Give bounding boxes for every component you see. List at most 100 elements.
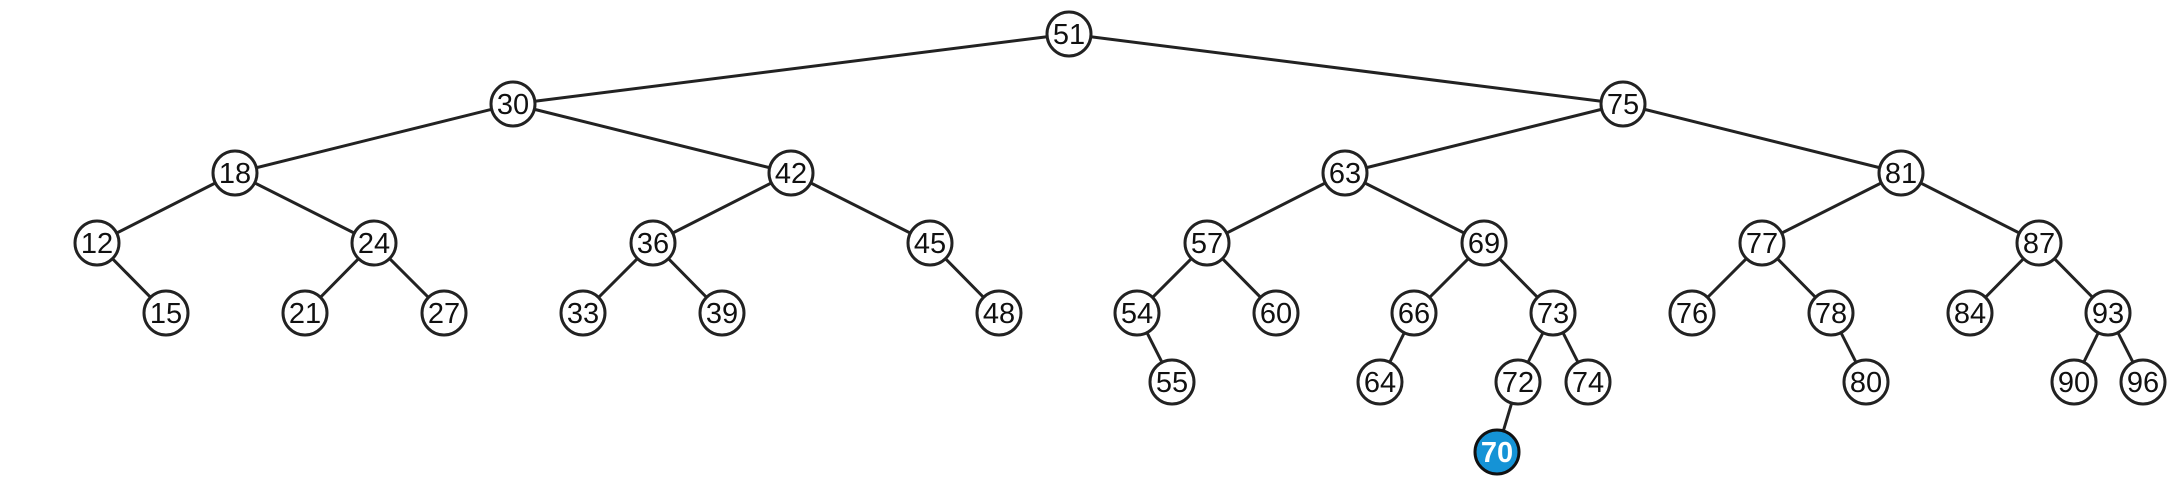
tree-node-57: 57	[1183, 219, 1231, 267]
node-circle	[1877, 149, 1925, 197]
node-label: 42	[775, 158, 807, 190]
node-circle	[2119, 358, 2167, 406]
edge-81-87	[1900, 171, 2040, 245]
node-label: 69	[1468, 228, 1500, 260]
node-label: 84	[1954, 298, 1986, 330]
node-label: 93	[2092, 298, 2124, 330]
tree-node-63: 63	[1321, 149, 1369, 197]
node-circle	[2050, 358, 2098, 406]
node-circle	[489, 80, 537, 128]
tree-node-24: 24	[350, 219, 398, 267]
node-circle	[1494, 358, 1542, 406]
node-circle	[1183, 219, 1231, 267]
node-label: 54	[1121, 298, 1153, 330]
edge-51-30	[512, 32, 1070, 106]
node-label: 63	[1329, 158, 1361, 190]
tree-node-77: 77	[1738, 219, 1786, 267]
tree-node-60: 60	[1252, 289, 1300, 337]
node-circle	[1807, 289, 1855, 337]
node-circle	[420, 289, 468, 337]
tree-node-54: 54	[1113, 289, 1161, 337]
node-label: 18	[219, 158, 251, 190]
tree-node-90: 90	[2050, 358, 2098, 406]
tree-edges	[95, 32, 2145, 453]
node-circle	[906, 219, 954, 267]
node-label: 33	[567, 298, 599, 330]
tree-node-96: 96	[2119, 358, 2167, 406]
node-circle	[629, 219, 677, 267]
node-circle	[1045, 10, 1093, 58]
tree-node-74: 74	[1564, 358, 1612, 406]
node-label: 39	[706, 298, 738, 330]
node-label: 72	[1502, 367, 1534, 399]
tree-node-66: 66	[1390, 289, 1438, 337]
tree-node-84: 84	[1946, 289, 1994, 337]
node-circle	[1738, 219, 1786, 267]
node-label: 24	[358, 228, 390, 260]
tree-node-72: 72	[1494, 358, 1542, 406]
edge-75-63	[1344, 102, 1624, 175]
node-label: 77	[1746, 228, 1778, 260]
tree-node-33: 33	[559, 289, 607, 337]
tree-node-45: 45	[906, 219, 954, 267]
edge-18-24	[234, 171, 375, 245]
node-circle	[1113, 289, 1161, 337]
node-circle	[559, 289, 607, 337]
node-label: 90	[2058, 367, 2090, 399]
tree-node-48: 48	[975, 289, 1023, 337]
node-label: 87	[2023, 228, 2055, 260]
tree-node-18: 18	[211, 149, 259, 197]
tree-node-64: 64	[1356, 358, 1404, 406]
edge-63-69	[1344, 171, 1485, 245]
node-circle	[1390, 289, 1438, 337]
tree-node-51: 51	[1045, 10, 1093, 58]
node-label: 12	[81, 228, 113, 260]
node-circle	[1529, 289, 1577, 337]
node-circle	[2084, 289, 2132, 337]
tree-node-70: 70	[1473, 428, 1521, 476]
tree-node-39: 39	[698, 289, 746, 337]
tree-node-80: 80	[1842, 358, 1890, 406]
edge-51-75	[1068, 32, 1624, 106]
node-label: 75	[1607, 89, 1639, 121]
tree-node-87: 87	[2015, 219, 2063, 267]
tree-node-93: 93	[2084, 289, 2132, 337]
tree-node-76: 76	[1668, 289, 1716, 337]
tree-node-42: 42	[767, 149, 815, 197]
node-label: 96	[2127, 367, 2159, 399]
node-label: 73	[1537, 298, 1569, 330]
edge-30-42	[512, 102, 792, 175]
node-label: 36	[637, 228, 669, 260]
edge-42-45	[790, 171, 931, 245]
node-label: 51	[1053, 19, 1085, 51]
node-label: 76	[1676, 298, 1708, 330]
node-label: 66	[1398, 298, 1430, 330]
node-circle	[975, 289, 1023, 337]
node-label: 57	[1191, 228, 1223, 260]
node-circle	[211, 149, 259, 197]
tree-node-15: 15	[142, 289, 190, 337]
node-label: 81	[1885, 158, 1917, 190]
node-label: 60	[1260, 298, 1292, 330]
node-label: 70	[1481, 437, 1513, 469]
tree-node-27: 27	[420, 289, 468, 337]
node-circle	[1842, 358, 1890, 406]
node-circle	[1564, 358, 1612, 406]
node-circle	[1321, 149, 1369, 197]
node-circle	[1252, 289, 1300, 337]
edge-81-77	[1761, 171, 1902, 245]
tree-node-73: 73	[1529, 289, 1577, 337]
node-circle	[767, 149, 815, 197]
edge-30-18	[234, 102, 514, 175]
node-label: 78	[1815, 298, 1847, 330]
node-circle	[350, 219, 398, 267]
tree-node-69: 69	[1460, 219, 1508, 267]
edge-63-57	[1206, 171, 1346, 245]
node-label: 80	[1850, 367, 1882, 399]
tree-node-78: 78	[1807, 289, 1855, 337]
edge-75-81	[1622, 102, 1902, 175]
node-label: 48	[983, 298, 1015, 330]
node-label: 55	[1156, 367, 1188, 399]
